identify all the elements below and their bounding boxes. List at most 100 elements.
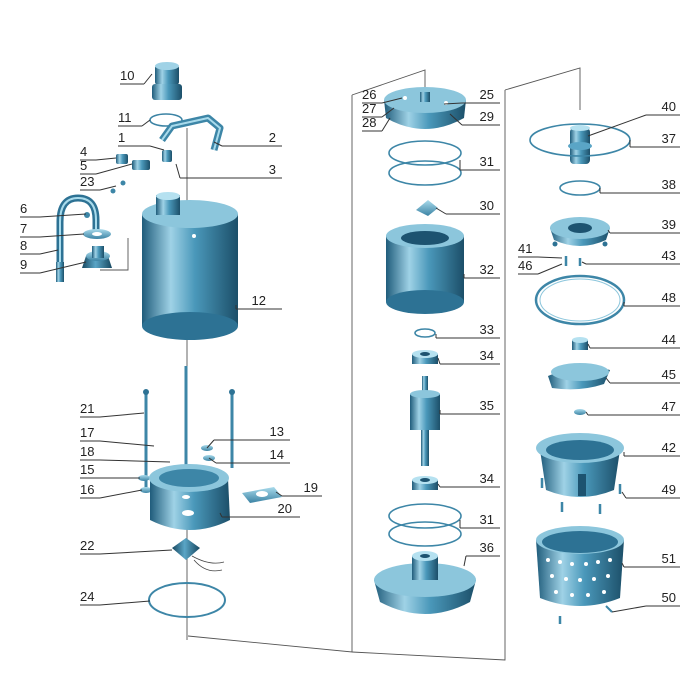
callout-number: 36 — [480, 540, 494, 555]
callout-number: 31 — [480, 512, 494, 527]
impeller-washer — [574, 409, 586, 415]
callout-leader — [437, 357, 441, 365]
callout-number: 21 — [80, 401, 94, 416]
callout-leader — [39, 213, 87, 218]
outlet-coupling — [152, 62, 182, 100]
callout-13: 13 — [206, 424, 290, 449]
callout-number: 34 — [480, 471, 494, 486]
callout-number: 49 — [662, 482, 676, 497]
callout-number: 12 — [252, 293, 266, 308]
callout-1: 1 — [118, 130, 165, 151]
callout-number: 46 — [518, 258, 532, 273]
callout-38: 38 — [599, 177, 680, 194]
callout-4: 4 — [80, 144, 117, 161]
callout-11: 11 — [118, 110, 151, 127]
callout-leader — [621, 562, 625, 568]
motor-base — [374, 551, 476, 614]
callout-number: 15 — [80, 462, 94, 477]
callout-number: 47 — [662, 399, 676, 414]
callout-leader — [39, 233, 85, 238]
callout-number: 38 — [662, 177, 676, 192]
callout-number: 25 — [480, 87, 494, 102]
callout-12: 12 — [235, 293, 282, 310]
callout-21: 21 — [80, 401, 145, 418]
callout-number: 14 — [270, 447, 284, 462]
callout-48: 48 — [623, 290, 680, 307]
callout-leader — [537, 263, 563, 275]
callout-19: 19 — [275, 480, 322, 497]
callout-leader — [621, 491, 627, 499]
callout-24: 24 — [80, 589, 151, 606]
pin-small — [564, 256, 582, 266]
strainer-screen — [536, 526, 624, 606]
callout-leader — [99, 412, 145, 418]
callout-leader — [381, 97, 403, 104]
callout-33: 33 — [435, 322, 500, 339]
callout-number: 42 — [662, 440, 676, 455]
callout-number: 29 — [480, 109, 494, 124]
callout-9: 9 — [20, 257, 87, 274]
callout-26: 26 — [362, 87, 403, 104]
callout-leader — [605, 377, 611, 384]
pump-casing — [536, 433, 624, 497]
callout-number: 33 — [480, 322, 494, 337]
callout-leader — [99, 600, 151, 606]
callout-leader — [208, 457, 217, 464]
bearing — [412, 350, 438, 364]
small-ring — [414, 328, 436, 338]
callout-number: 3 — [269, 162, 276, 177]
callout-number: 11 — [118, 110, 132, 125]
callout-6: 6 — [20, 201, 87, 218]
cable-clamp — [110, 150, 172, 194]
callout-leader — [206, 439, 215, 449]
callout-number: 43 — [662, 248, 676, 263]
callout-leader — [39, 261, 87, 274]
callout-39: 39 — [607, 217, 680, 234]
terminal-board — [416, 200, 438, 216]
callout-44: 44 — [587, 332, 680, 349]
callout-number: 51 — [662, 551, 676, 566]
callout-number: 39 — [662, 217, 676, 232]
callout-number: 4 — [80, 144, 87, 159]
callout-leader — [381, 107, 395, 118]
callout-leader — [611, 605, 647, 613]
impeller-nut — [572, 337, 588, 350]
o-ring-lower-2 — [388, 521, 462, 547]
callout-16: 16 — [80, 482, 143, 499]
callout-27: 27 — [362, 101, 395, 118]
callout-5: 5 — [80, 158, 133, 175]
callout-number: 24 — [80, 589, 94, 604]
callout-29: 29 — [449, 109, 500, 126]
callout-34-lower: 34 — [437, 471, 500, 488]
flange-cover — [242, 487, 282, 503]
callout-number: 44 — [662, 332, 676, 347]
capacitor — [172, 538, 225, 572]
callout-42: 42 — [623, 440, 680, 457]
flange-gasket — [83, 229, 111, 239]
rotor-shaft — [410, 376, 440, 466]
callout-leader — [99, 440, 155, 447]
callout-number: 1 — [118, 130, 125, 145]
callout-10: 10 — [120, 68, 153, 85]
callout-leader — [99, 489, 143, 499]
callout-number: 27 — [362, 101, 376, 116]
callout-number: 45 — [662, 367, 676, 382]
callout-7: 7 — [20, 221, 85, 238]
o-ring-medium — [559, 180, 601, 196]
handle — [159, 114, 224, 151]
u-pipe — [56, 194, 100, 282]
callout-leader — [99, 459, 171, 463]
callout-30: 30 — [435, 198, 500, 215]
callout-leader — [275, 491, 283, 497]
callout-number: 2 — [269, 130, 276, 145]
callout-number: 35 — [480, 398, 494, 413]
callout-leader — [449, 113, 463, 126]
callout-35: 35 — [439, 398, 500, 415]
callout-18: 18 — [80, 444, 171, 463]
callout-number: 5 — [80, 158, 87, 173]
casing-gasket — [534, 274, 626, 326]
callout-20: 20 — [219, 501, 300, 518]
callout-leader — [143, 73, 153, 85]
callout-8: 8 — [20, 238, 59, 255]
